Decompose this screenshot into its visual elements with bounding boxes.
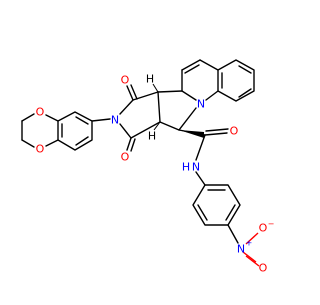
negative-charge: − (268, 220, 275, 229)
hydrogen-atom: H (146, 73, 154, 86)
nitrogen-atom: N (197, 98, 205, 111)
hydrogen-atom: H (182, 161, 190, 174)
structure-diagram: O O N N O O O N H N + O − O H H (21, 59, 275, 275)
oxygen-atom: O (121, 151, 130, 164)
bond-lines (21, 59, 255, 244)
positive-charge: + (246, 239, 253, 248)
stereo-hashes (152, 83, 161, 131)
oxygen-atom: O (259, 262, 268, 275)
hydrogen-atom: H (148, 130, 156, 143)
molecule-canvas: O O N N O O O N H N + O − O H H (21, 59, 275, 275)
stereo-wedge (179, 130, 204, 138)
nitrogen-atom: N (192, 161, 200, 174)
nitrogen-atom: N (237, 243, 245, 256)
oxygen-atom: O (230, 125, 239, 138)
oxygen-atom: O (121, 74, 130, 87)
nitro-oxygen-bonds (242, 232, 260, 267)
oxygen-atom: O (259, 222, 268, 235)
nitrogen-atom: N (111, 114, 119, 127)
oxygen-atom: O (36, 143, 45, 156)
oxygen-atom: O (36, 106, 45, 119)
